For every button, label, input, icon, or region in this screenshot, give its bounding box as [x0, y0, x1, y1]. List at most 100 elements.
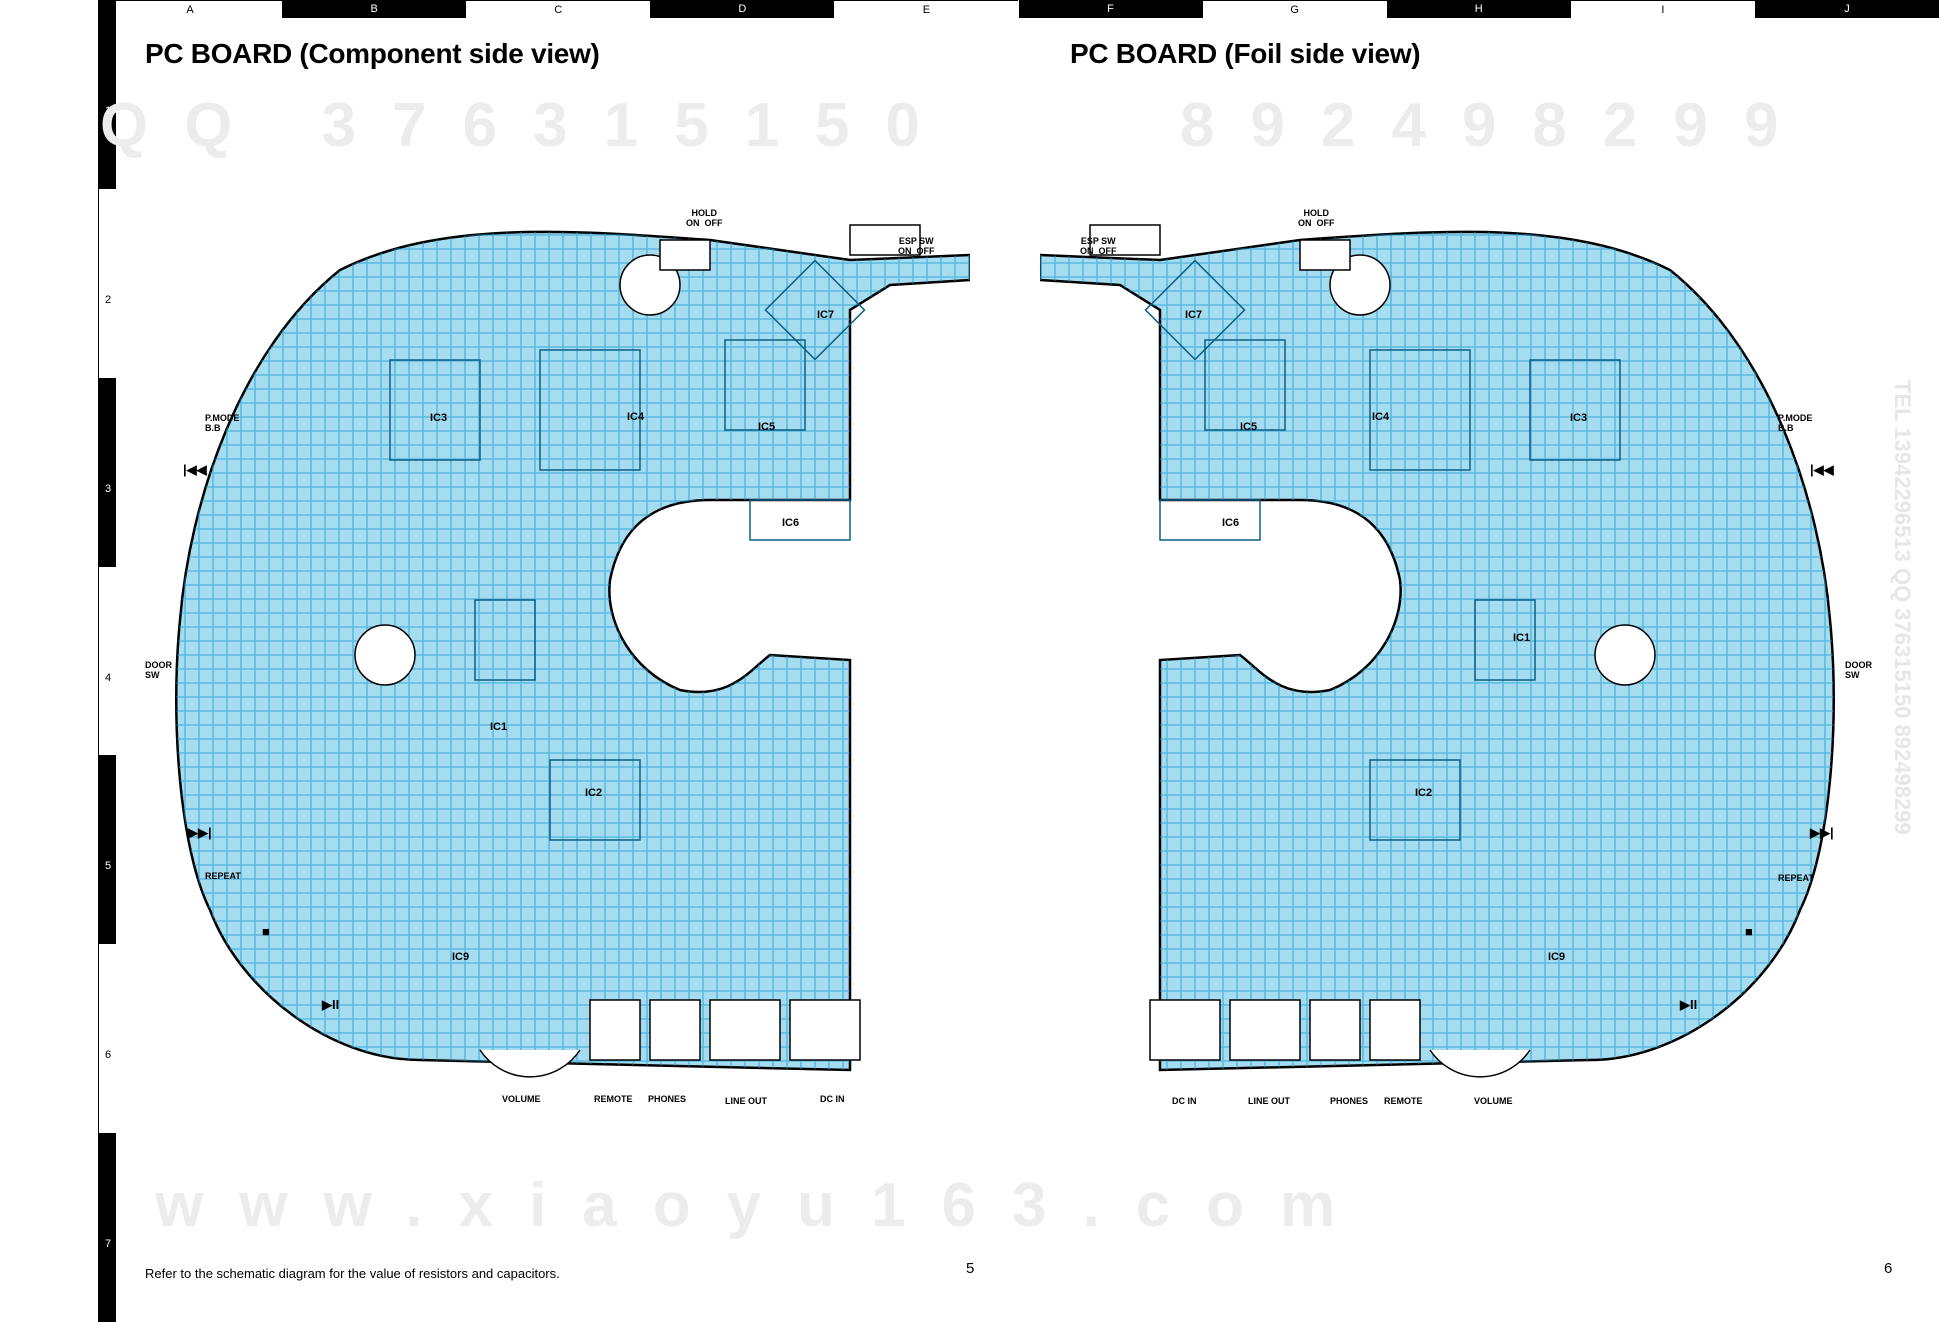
remote-jack: [589, 999, 641, 1061]
play-pause-icon: ▶II: [322, 997, 340, 1012]
dc-in-label: DC IN: [1172, 1096, 1197, 1106]
repeat-label: REPEAT: [1778, 873, 1814, 883]
previous-track-icon: |◀◀: [183, 462, 207, 477]
hold-switch-label: HOLD ON OFF: [686, 208, 723, 228]
ic-label: IC9: [452, 951, 470, 963]
ic-label: IC6: [782, 517, 800, 529]
esp-switch-label: ESP SW ON OFF: [1080, 236, 1117, 256]
row-marker-6: 6: [104, 1049, 112, 1062]
volume-knob: [1429, 1049, 1531, 1078]
line-out-jack: [709, 999, 781, 1061]
dc-in-jack: [789, 999, 861, 1061]
dc-in-label: DC IN: [820, 1094, 845, 1104]
ic-label: IC3: [430, 412, 448, 424]
ic-label: IC1: [490, 721, 508, 733]
ic-label: IC3: [1570, 412, 1588, 424]
column-marker-f: F: [1018, 0, 1203, 18]
ic-label: IC2: [585, 787, 603, 799]
door-sw-label: DOOR SW: [145, 660, 172, 680]
column-marker-i: I: [1570, 0, 1755, 19]
column-marker-d: D: [650, 0, 835, 18]
mounting-hole: [1594, 624, 1656, 686]
remote-label: REMOTE: [1384, 1096, 1423, 1106]
ic-label: IC7: [817, 309, 835, 321]
ic7-footprint: [764, 259, 866, 361]
ic3-footprint: [1529, 359, 1621, 461]
ic1-footprint: [1474, 599, 1536, 681]
column-marker-j: J: [1754, 0, 1939, 18]
title-foil-side: PC BOARD (Foil side view): [1070, 38, 1421, 69]
line-out-label: LINE OUT: [1248, 1096, 1290, 1106]
ic7-footprint: [1144, 259, 1246, 361]
hold-switch-body: [659, 239, 711, 271]
row-marker-5: 5: [104, 860, 112, 873]
volume-label: VOLUME: [1474, 1096, 1513, 1106]
watermark-top-right: 892498299: [1180, 91, 1815, 160]
right-pc-board-diagram: [1040, 224, 1835, 1078]
ic-label: IC6: [1222, 517, 1240, 529]
phones-label: PHONES: [648, 1094, 687, 1104]
next-track-icon: ▶▶|: [1810, 825, 1834, 840]
row-marker-band: [98, 944, 117, 1134]
ic-label: IC4: [627, 411, 645, 423]
ic-label: IC7: [1185, 309, 1203, 321]
volume-label: VOLUME: [502, 1094, 541, 1104]
line-out-label: LINE OUT: [725, 1096, 767, 1106]
ic2-footprint: [1369, 759, 1461, 841]
ic6-footprint: [749, 499, 851, 541]
row-marker-band: [98, 1133, 116, 1322]
hold-switch-body: [1299, 239, 1351, 271]
stop-icon: ■: [262, 924, 270, 939]
ic-label: IC2: [1415, 787, 1433, 799]
pmode-label: P.MODE B.B: [205, 413, 240, 433]
row-marker-band: [98, 755, 116, 945]
esp-switch-label: ESP SW ON OFF: [898, 236, 935, 256]
hold-switch-label: HOLD ON OFF: [1298, 208, 1335, 228]
ic-label: IC5: [1240, 421, 1258, 433]
page-number-right: 6: [1884, 1260, 1893, 1277]
line-out-jack: [1229, 999, 1301, 1061]
play-pause-icon: ▶II: [1680, 997, 1698, 1012]
left-pc-board-diagram: [175, 224, 970, 1078]
stop-icon: ■: [1745, 924, 1753, 939]
row-marker-band: [98, 188, 117, 378]
ic4-footprint: [539, 349, 641, 471]
footnote: Refer to the schematic diagram for the v…: [145, 1266, 560, 1281]
row-marker-4: 4: [104, 671, 112, 684]
ic-label: IC5: [758, 421, 776, 433]
ic5-footprint: [724, 339, 806, 431]
column-marker-a: A: [98, 0, 283, 19]
ic4-footprint: [1369, 349, 1471, 471]
esp-switch-body: [1089, 224, 1161, 256]
remote-label: REMOTE: [594, 1094, 633, 1104]
phones-jack: [1309, 999, 1361, 1061]
ic6-footprint: [1159, 499, 1261, 541]
row-marker-band: [98, 566, 117, 756]
ic-label: IC9: [1548, 951, 1566, 963]
mounting-hole: [354, 624, 416, 686]
watermark-bottom: www.xiaoyu163.com: [155, 1171, 1372, 1240]
door-sw-label: DOOR SW: [1845, 660, 1872, 680]
watermark-top-left: QQ 376315150: [100, 91, 957, 160]
next-track-icon: ▶▶|: [188, 825, 212, 840]
esp-switch-body: [849, 224, 921, 256]
row-marker-band: [98, 0, 116, 189]
row-marker-3: 3: [104, 482, 112, 495]
ic-label: IC1: [1513, 632, 1531, 644]
row-ruler: [98, 0, 117, 1322]
remote-jack: [1369, 999, 1421, 1061]
column-marker-b: B: [282, 0, 467, 18]
row-marker-band: [98, 377, 116, 567]
ic5-footprint: [1204, 339, 1286, 431]
phones-label: PHONES: [1330, 1096, 1369, 1106]
row-marker-1: 1: [104, 105, 112, 117]
column-marker-g: G: [1202, 0, 1387, 19]
previous-track-icon: |◀◀: [1810, 462, 1834, 477]
ic-label: IC4: [1372, 411, 1390, 423]
row-marker-2: 2: [104, 293, 112, 306]
repeat-label: REPEAT: [205, 871, 241, 881]
dc-in-jack: [1149, 999, 1221, 1061]
title-component-side: PC BOARD (Component side view): [145, 38, 600, 69]
volume-knob: [479, 1049, 581, 1078]
